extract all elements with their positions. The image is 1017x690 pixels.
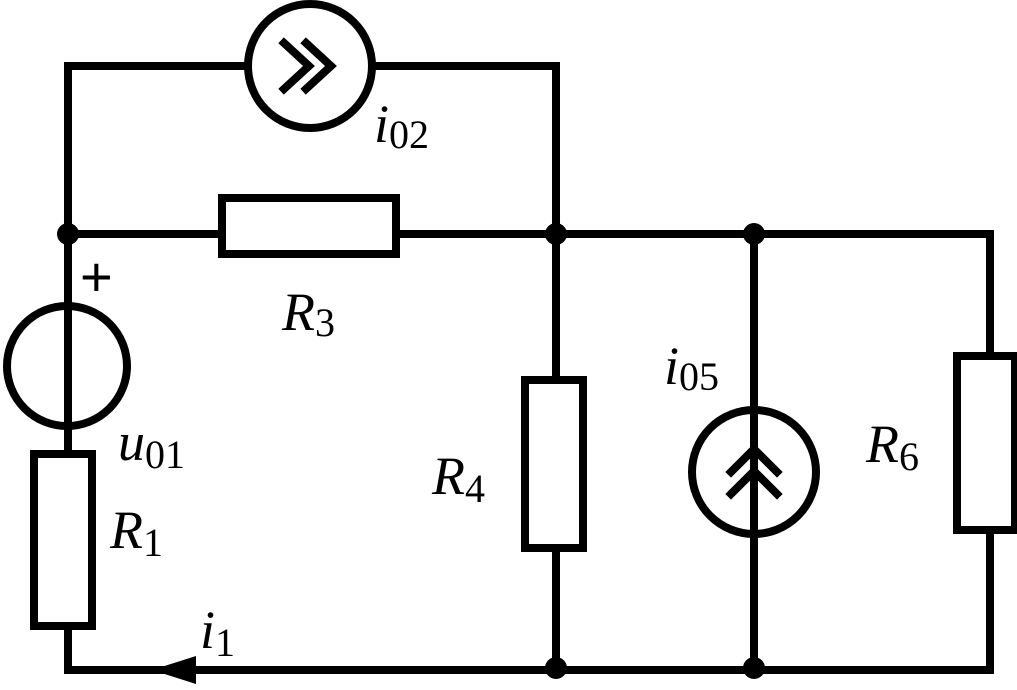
polarity-plus: + <box>80 245 113 308</box>
label-i05: i05 <box>664 336 719 399</box>
current-source-i02 <box>244 0 376 132</box>
resistor-r4 <box>521 376 587 552</box>
junction-dot <box>743 223 765 245</box>
junction-dot <box>545 657 567 679</box>
current-arrow-i1 <box>152 656 196 684</box>
wires <box>64 62 994 674</box>
label-r1: R1 <box>109 500 163 565</box>
junction-dot <box>545 223 567 245</box>
label-u01: u01 <box>118 412 185 477</box>
label-i02: i02 <box>374 94 429 157</box>
current-source-i05 <box>688 406 820 538</box>
label-i1: i1 <box>200 600 235 665</box>
voltage-source-u01 <box>3 302 131 430</box>
resistor-r6 <box>953 352 1017 534</box>
label-r3: R3 <box>281 282 335 345</box>
junctions <box>57 223 765 679</box>
junction-dot <box>57 223 79 245</box>
resistor-r3 <box>218 194 400 258</box>
label-r4: R4 <box>431 446 485 511</box>
label-r6: R6 <box>865 414 919 479</box>
junction-dot <box>743 657 765 679</box>
resistor-r1 <box>30 450 96 630</box>
